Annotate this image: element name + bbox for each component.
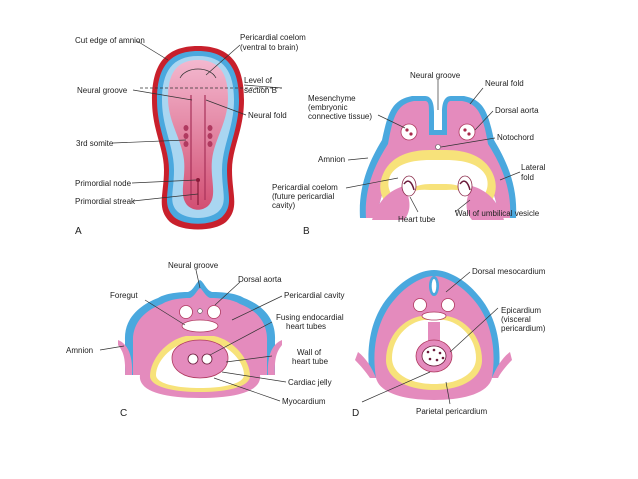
label-notochord: Notochord <box>497 133 534 142</box>
lateral-fold-right <box>466 186 504 220</box>
label-cut-edge-amnion: Cut edge of amnion <box>75 36 145 45</box>
label-level-of: Level of <box>244 76 273 85</box>
label-foregut: Foregut <box>110 291 138 300</box>
heart-tube-right-b <box>457 175 473 197</box>
label-pericardial-cavity: Pericardial cavity <box>284 291 344 300</box>
label-visceral: (visceral <box>501 315 531 324</box>
label-neural-fold-b: Neural fold <box>485 79 524 88</box>
label-dorsal-aorta-c: Dorsal aorta <box>238 275 282 284</box>
heart-tube-left-b <box>401 175 417 197</box>
somites-a <box>183 125 213 147</box>
label-mesenchyme: Mesenchyme <box>308 94 356 103</box>
label-neural-groove-b: Neural groove <box>410 71 461 80</box>
dorsal-aorta-left-c <box>179 305 193 319</box>
label-wall-of: Wall of <box>297 348 322 357</box>
panel-label-d: D <box>352 408 359 419</box>
foregut-c <box>181 319 219 333</box>
label-cardiac-jelly: Cardiac jelly <box>288 378 332 387</box>
label-fusing-endocardial: Fusing endocardial <box>276 313 344 322</box>
neural-folds-a <box>190 95 206 200</box>
label-primordial-streak: Primordial streak <box>75 197 136 206</box>
label-neural-fold-a: Neural fold <box>248 111 287 120</box>
label-dorsal-aorta-b: Dorsal aorta <box>495 106 539 115</box>
notochord-c <box>197 308 203 314</box>
label-parietal-pericardium: Parietal pericardium <box>416 407 487 416</box>
primordial-node <box>196 178 200 182</box>
label-heart-tube-wall: heart tube <box>292 357 329 366</box>
label-heart-tube: Heart tube <box>398 215 436 224</box>
endocardial-tube-right-c <box>201 353 213 365</box>
panel-label-b: B <box>303 226 310 237</box>
lateral-fold-left <box>372 186 410 220</box>
label-visceral-pericardium: pericardium) <box>501 324 546 333</box>
panel-label-a: A <box>75 226 82 237</box>
panel-b-section: Neural groove Neural fold Mesenchyme (em… <box>272 71 546 237</box>
label-heart-tubes: heart tubes <box>286 322 326 331</box>
dorsal-aorta-left-d <box>413 298 427 312</box>
panel-a-embryo: Cut edge of amnion Pericardial coelom (v… <box>75 33 306 237</box>
pericardial-coelom-cavity-b <box>388 160 488 200</box>
endocardial-tube-left-c <box>187 353 199 365</box>
label-dorsal-mesocardium: Dorsal mesocardium <box>472 267 546 276</box>
foregut-d <box>421 311 447 321</box>
label-section-b: section B <box>244 86 277 95</box>
label-cavity: cavity) <box>272 201 295 210</box>
panel-c-section: Neural groove Dorsal aorta Foregut Peric… <box>66 261 344 419</box>
label-pericardial-coelom-a-sub: (ventral to brain) <box>240 43 299 52</box>
cardiac-jelly-cells-d <box>426 348 445 362</box>
label-mesenchyme-sub1: (embryonic <box>308 103 348 112</box>
dorsal-aorta-left-b <box>400 123 418 141</box>
label-amnion-c: Amnion <box>66 346 93 355</box>
dorsal-aorta-right-b <box>458 123 476 141</box>
label-primordial-node: Primordial node <box>75 179 132 188</box>
label-mesenchyme-sub2: connective tissue) <box>308 112 372 121</box>
embryo-body <box>168 60 228 210</box>
dorsal-aorta-right-d <box>441 298 455 312</box>
label-pericardial-coelom-a: Pericardial coelom <box>240 33 306 42</box>
label-amnion-b: Amnion <box>318 155 345 164</box>
panel-d-section: Dorsal mesocardium Epicardium (visceral … <box>352 267 546 419</box>
label-neural-groove-c: Neural groove <box>168 261 219 270</box>
dorsal-mesocardium <box>428 322 440 342</box>
label-3rd-somite: 3rd somite <box>76 139 114 148</box>
label-myocardium: Myocardium <box>282 397 326 406</box>
label-neural-groove-a: Neural groove <box>77 86 128 95</box>
panel-label-c: C <box>120 408 127 419</box>
label-epicardium: Epicardium <box>501 306 541 315</box>
label-lateral: Lateral <box>521 163 546 172</box>
label-future-pericardial: (future pericardial <box>272 192 334 201</box>
myocardium-c <box>171 339 229 379</box>
dorsal-aorta-right-c <box>207 305 221 319</box>
notochord-b <box>435 144 441 150</box>
label-pericardial-coelom-b: Pericardial coelom <box>272 183 338 192</box>
label-wall-umbilical-vesicle: Wall of umbilical vesicle <box>455 209 540 218</box>
label-fold: fold <box>521 173 534 182</box>
